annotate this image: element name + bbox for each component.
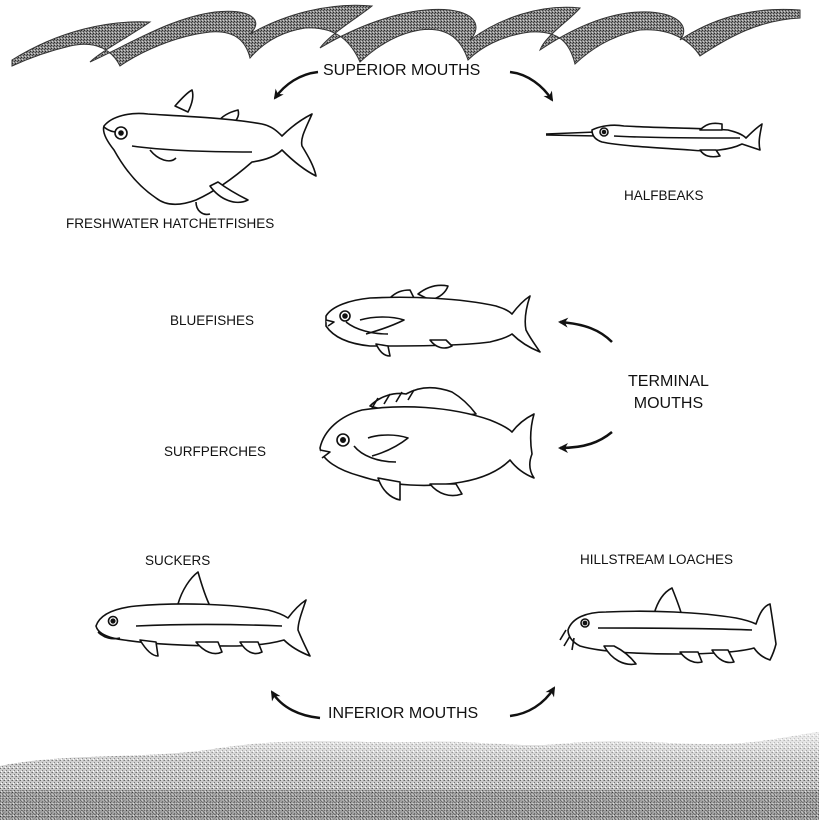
bluefish-illustration xyxy=(326,285,540,356)
arrow-superior-right xyxy=(510,72,552,100)
surfperch-illustration xyxy=(320,388,534,500)
halfbeaks-label: HALFBEAKS xyxy=(624,188,704,203)
arrow-inferior-left xyxy=(272,692,320,718)
arrow-terminal-lower xyxy=(560,432,612,448)
halfbeak-illustration xyxy=(546,123,762,157)
suckers-label: SUCKERS xyxy=(145,553,210,568)
water-surface-waves xyxy=(12,5,800,66)
sucker-illustration xyxy=(96,572,310,656)
inferior-mouths-label: INFERIOR MOUTHS xyxy=(328,705,478,723)
arrow-superior-left xyxy=(275,72,318,98)
terminal-mouths-label: TERMINAL MOUTHS xyxy=(628,371,709,415)
superior-mouths-label: SUPERIOR MOUTHS xyxy=(323,62,480,80)
surfperches-label: SURFPERCHES xyxy=(164,444,266,459)
hatchetfish-illustration xyxy=(103,90,316,214)
bluefishes-label: BLUEFISHES xyxy=(170,313,254,328)
hillstream-loach-illustration xyxy=(560,588,776,664)
hatchetfishes-label: FRESHWATER HATCHETFISHES xyxy=(66,216,274,231)
terminal-mouths-line1: TERMINAL xyxy=(628,371,709,393)
arrow-inferior-right xyxy=(510,688,554,716)
hillstream-loaches-label: HILLSTREAM LOACHES xyxy=(580,552,733,567)
terminal-mouths-line2: MOUTHS xyxy=(628,393,709,415)
arrow-terminal-upper xyxy=(560,322,612,342)
